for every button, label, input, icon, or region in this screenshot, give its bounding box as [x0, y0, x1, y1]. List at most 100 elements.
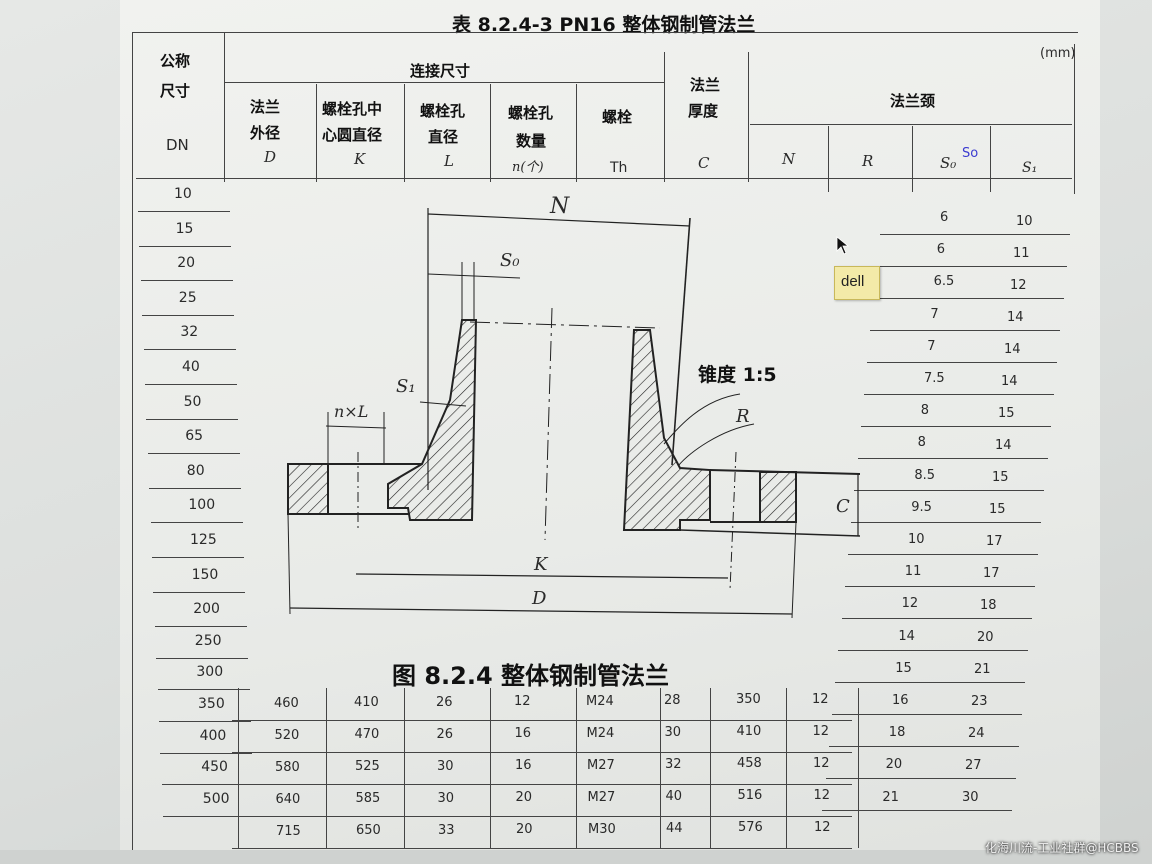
- annotation-so: So: [962, 146, 979, 161]
- table-cell-l: 33: [438, 822, 455, 838]
- table-cell-k: 585: [355, 791, 381, 807]
- s0-cell: 8: [920, 403, 930, 419]
- dn-cell: 150: [191, 566, 219, 583]
- dn-row-divider: [146, 418, 239, 420]
- dn-row-divider: [150, 522, 243, 524]
- s0-cell: 10: [908, 532, 925, 547]
- row-divider: [232, 752, 852, 753]
- header-divider: [224, 82, 664, 83]
- s-row-divider: [867, 362, 1058, 363]
- row-divider: [232, 720, 852, 721]
- dn-row-divider: [143, 349, 236, 351]
- s1-cell: 14: [1004, 342, 1021, 357]
- table-top-border: [132, 32, 1078, 33]
- dn-cell: 65: [185, 428, 204, 445]
- column-divider: [238, 688, 239, 848]
- dn-row-divider: [139, 245, 232, 247]
- header-neck: 法兰颈: [890, 92, 936, 110]
- s-row-divider: [825, 778, 1016, 779]
- s0-cell: 7: [930, 306, 939, 322]
- s0-cell: 9.5: [911, 499, 932, 515]
- dn-cell: 450: [201, 759, 228, 776]
- dn-cell: 125: [190, 532, 217, 548]
- table-cell-th: M27: [587, 789, 616, 805]
- table-cell-r: 12: [813, 755, 830, 771]
- mouse-cursor-icon: [836, 236, 850, 255]
- s-row-divider: [864, 394, 1054, 395]
- table-cell-r: 12: [814, 819, 831, 835]
- s1-cell: 17: [983, 566, 1000, 581]
- dn-cell: 300: [196, 664, 224, 681]
- table-cell-th: M24: [586, 725, 615, 741]
- s-row-divider: [844, 586, 1035, 587]
- col-divider-k: [404, 84, 405, 182]
- table-cell-d: 640: [275, 792, 301, 807]
- s-row-divider: [851, 522, 1042, 523]
- table-cell-k: 650: [356, 823, 381, 839]
- row-divider: [232, 784, 852, 785]
- dn-row-divider: [157, 689, 250, 691]
- s1-pointer: [419, 401, 467, 407]
- dn-row-divider: [140, 280, 233, 282]
- table-cell-n: 20: [515, 790, 533, 806]
- column-divider: [326, 688, 327, 848]
- table-cell-n: 576: [738, 820, 763, 836]
- table-cell-c: 30: [664, 725, 682, 740]
- s1-cell: 23: [971, 694, 988, 709]
- table-cell-d: 520: [274, 728, 300, 743]
- dn-cell: 200: [193, 601, 220, 618]
- s-row-divider: [873, 298, 1064, 299]
- watermark: 化海川流-工业社群@HCBBS: [985, 841, 1139, 855]
- s1-cell: 24: [968, 726, 985, 741]
- s1-cell: 14: [995, 438, 1012, 453]
- label-k: K: [534, 554, 548, 575]
- label-s0: S₀: [500, 250, 520, 271]
- column-divider: [786, 688, 787, 848]
- s0-cell: 6.5: [933, 274, 955, 290]
- s-row-divider: [848, 554, 1038, 555]
- header-connection: 连接尺寸: [410, 62, 471, 80]
- dn-row-divider: [153, 591, 246, 593]
- s1-cell: 21: [974, 662, 991, 677]
- table-cell-th: M30: [588, 821, 616, 837]
- table-cell-th: M27: [587, 757, 615, 773]
- col-divider-s0: [990, 126, 991, 192]
- s1-cell: 10: [1016, 214, 1033, 229]
- label-r: R: [736, 406, 750, 427]
- label-c: C: [836, 496, 850, 517]
- dn-cell: 500: [202, 790, 230, 807]
- s0-cell: 16: [892, 693, 909, 708]
- column-divider: [660, 688, 661, 848]
- s1-cell: 18: [980, 598, 997, 613]
- dn-row-divider: [142, 314, 235, 316]
- header-nn: N: [782, 150, 796, 168]
- table-cell-n: 12: [514, 694, 531, 710]
- row-divider: [232, 848, 852, 849]
- column-divider: [858, 688, 859, 848]
- table-cell-l: 26: [436, 694, 453, 710]
- dn-row-divider: [154, 626, 247, 628]
- s0-cell: 6: [936, 242, 946, 258]
- s1-cell: 14: [1001, 374, 1018, 389]
- col-divider-dn: [224, 32, 225, 182]
- s0-cell: 20: [885, 757, 903, 773]
- dn-row-divider: [149, 487, 242, 489]
- table-cell-c: 40: [665, 789, 683, 804]
- flange-diagram: [287, 208, 861, 619]
- table-cell-n: 516: [737, 788, 763, 804]
- dn-row-divider: [156, 657, 249, 659]
- s0-cell: 18: [888, 725, 906, 741]
- col-divider-r: [912, 126, 913, 192]
- label-n: N: [550, 194, 570, 219]
- column-divider: [404, 688, 405, 848]
- table-cell-d: 580: [275, 760, 300, 775]
- right-hub-section: [622, 329, 711, 531]
- dn-cell: 400: [199, 727, 227, 744]
- table-cell-d: 460: [274, 696, 299, 711]
- s-row-divider: [838, 650, 1029, 651]
- left-hub-section: [387, 319, 478, 521]
- s1-cell: 30: [962, 790, 979, 805]
- s0-cell: 7.5: [924, 371, 945, 386]
- dn-row-divider: [145, 384, 237, 385]
- table-left-border: [132, 32, 133, 852]
